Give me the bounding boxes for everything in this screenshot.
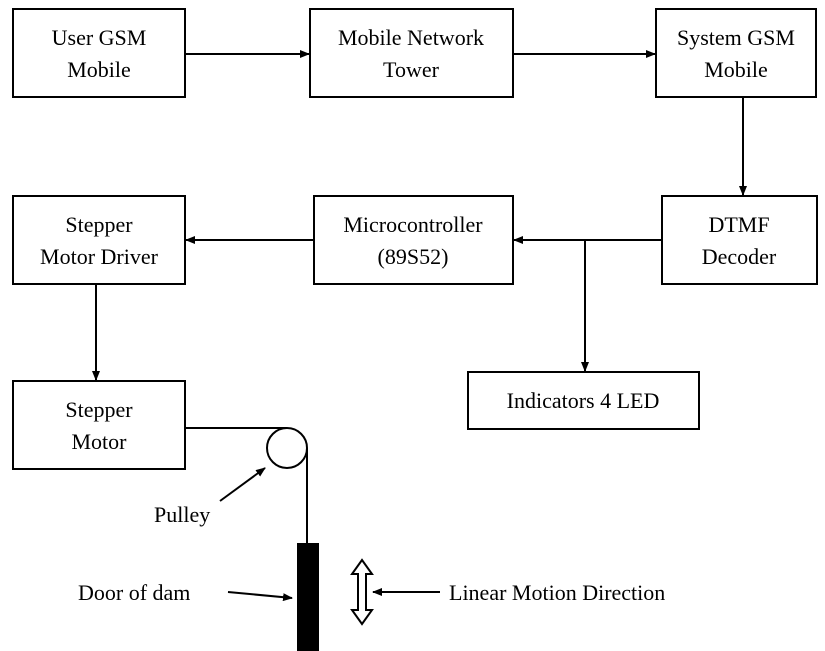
motion-label: Linear Motion Direction: [449, 580, 665, 605]
microcontroller-line2: (89S52): [378, 244, 449, 269]
pulley-pointer-arrow: [219, 467, 266, 502]
system-gsm-mobile-block: System GSM Mobile: [655, 8, 817, 98]
system-gsm-line2: Mobile: [704, 57, 768, 82]
indicators-block: Indicators 4 LED: [467, 371, 700, 430]
user-gsm-line2: Mobile: [67, 57, 131, 82]
microcontroller-block: Microcontroller (89S52): [313, 195, 514, 285]
stepper-motor-driver-block: Stepper Motor Driver: [12, 195, 186, 285]
microcontroller-line1: Microcontroller: [343, 212, 483, 237]
door-label: Door of dam: [78, 580, 190, 605]
dtmf-decoder-block: DTMF Decoder: [661, 195, 818, 285]
door-pointer-arrow: [227, 591, 293, 602]
dtmf-line2: Decoder: [702, 244, 777, 269]
network-tower-line1: Mobile Network: [338, 25, 484, 50]
pulley-label: Pulley: [154, 502, 210, 527]
system-gsm-line1: System GSM: [677, 25, 795, 50]
user-gsm-mobile-block: User GSM Mobile: [12, 8, 186, 98]
pulley-icon: [266, 427, 308, 469]
stepper-driver-line1: Stepper: [65, 212, 133, 237]
indicators-label: Indicators 4 LED: [507, 388, 660, 413]
network-tower-line2: Tower: [383, 57, 440, 82]
user-gsm-line1: User GSM: [52, 25, 147, 50]
dtmf-line1: DTMF: [708, 212, 769, 237]
stepper-motor-line1: Stepper: [65, 397, 133, 422]
double-arrow-icon: [350, 558, 374, 626]
stepper-driver-line2: Motor Driver: [40, 244, 159, 269]
stepper-motor-block: Stepper Motor: [12, 380, 186, 470]
stepper-motor-line2: Motor: [72, 429, 128, 454]
pulley-mechanism: [185, 427, 319, 651]
door-of-dam-bar: [297, 543, 319, 651]
mobile-network-tower-block: Mobile Network Tower: [309, 8, 514, 98]
